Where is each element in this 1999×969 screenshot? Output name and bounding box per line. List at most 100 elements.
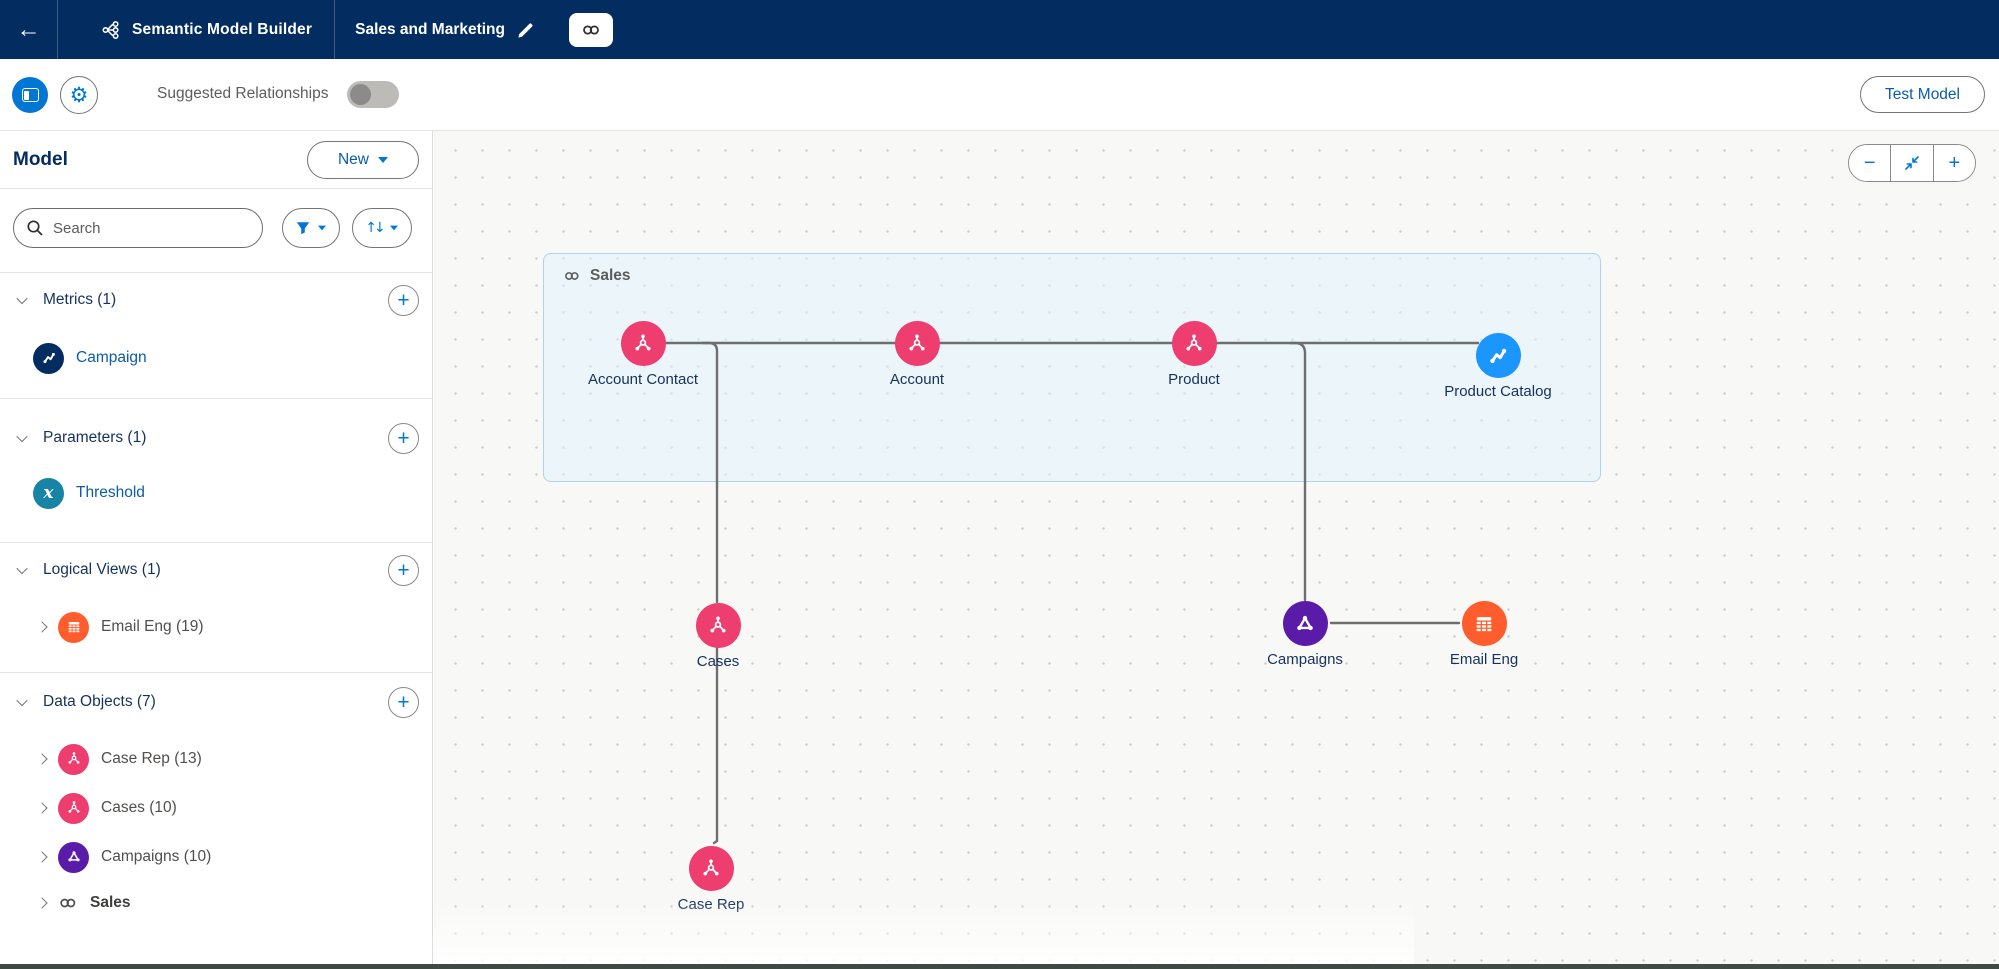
node-label: Account bbox=[889, 371, 945, 388]
chevron-right-icon[interactable] bbox=[36, 897, 48, 909]
edit-pencil-icon[interactable] bbox=[517, 21, 535, 39]
copy-link-button[interactable] bbox=[569, 12, 613, 47]
data-object-icon bbox=[620, 321, 666, 366]
header-divider bbox=[334, 0, 336, 59]
section-metrics-header[interactable]: Metrics (1) + bbox=[0, 282, 432, 318]
zoom-in-button[interactable]: + bbox=[1932, 145, 1975, 181]
data-object-icon bbox=[894, 321, 940, 366]
node-campaigns[interactable]: Campaigns bbox=[1205, 601, 1405, 668]
canvas-toolbar: ⚙ Suggested Relationships Test Model bbox=[0, 59, 1999, 131]
node-label: Product bbox=[1168, 371, 1220, 388]
settings-button[interactable]: ⚙ bbox=[60, 76, 98, 114]
funnel-icon bbox=[296, 222, 310, 235]
add-parameter-button[interactable]: + bbox=[388, 422, 419, 454]
table-icon bbox=[1461, 601, 1507, 646]
divider bbox=[0, 272, 432, 273]
chevron-right-icon[interactable] bbox=[36, 851, 48, 863]
model-name: Sales and Marketing bbox=[355, 20, 505, 38]
section-data-objects-header[interactable]: Data Objects (7) + bbox=[0, 684, 432, 720]
app-title: Semantic Model Builder bbox=[132, 20, 313, 38]
chevron-right-icon[interactable] bbox=[36, 621, 48, 633]
chevron-down-icon bbox=[318, 225, 326, 231]
data-object-icon bbox=[688, 846, 734, 891]
sidebar-item-email-eng[interactable]: Email Eng (19) bbox=[0, 607, 432, 647]
section-parameters-header[interactable]: Parameters (1) + bbox=[0, 420, 432, 456]
section-label: Parameters (1) bbox=[43, 429, 147, 446]
sidebar-item-campaign[interactable]: Campaign bbox=[0, 338, 432, 378]
suggested-relationships-toggle[interactable] bbox=[347, 81, 399, 108]
sidebar-title: Model bbox=[13, 148, 68, 170]
data-object-icon bbox=[58, 743, 89, 775]
window-bottom-edge bbox=[0, 964, 1999, 969]
section-label: Data Objects (7) bbox=[43, 693, 156, 710]
search-input[interactable] bbox=[53, 219, 223, 237]
item-label: Campaign bbox=[76, 349, 147, 366]
canvas-bottom-fade bbox=[434, 899, 1414, 969]
add-data-object-button[interactable]: + bbox=[388, 686, 419, 718]
fit-view-button[interactable] bbox=[1890, 145, 1933, 181]
metric-icon bbox=[33, 342, 64, 374]
item-label: Threshold bbox=[76, 484, 145, 501]
sidebar-item-case-rep[interactable]: Case Rep (13) bbox=[0, 739, 432, 779]
node-product[interactable]: Product bbox=[1094, 321, 1294, 388]
node-case-rep[interactable]: Case Rep bbox=[611, 846, 811, 913]
toggle-sidebar-button[interactable] bbox=[12, 77, 48, 113]
group-sales[interactable]: Sales bbox=[543, 253, 1601, 482]
chevron-down-icon bbox=[389, 225, 398, 231]
metric-icon bbox=[1475, 333, 1521, 378]
data-object-icon bbox=[1171, 321, 1217, 366]
chevron-down-icon bbox=[16, 694, 28, 707]
chevron-down-icon bbox=[16, 292, 28, 305]
node-label: Cases bbox=[696, 653, 740, 670]
item-label: Cases (10) bbox=[101, 799, 177, 816]
suggested-relationships-label: Suggested Relationships bbox=[157, 85, 329, 102]
model-header-row: Model New bbox=[0, 131, 432, 188]
filter-button[interactable] bbox=[282, 208, 340, 248]
node-email-eng[interactable]: Email Eng bbox=[1384, 601, 1584, 668]
node-account-contact[interactable]: Account Contact bbox=[543, 321, 743, 388]
sort-arrows-icon: ↑↓ bbox=[365, 220, 386, 236]
section-logical-views-header[interactable]: Logical Views (1) + bbox=[0, 552, 432, 588]
node-product-catalog[interactable]: Product Catalog bbox=[1398, 333, 1598, 400]
chevron-down-icon bbox=[16, 430, 28, 443]
link-icon bbox=[583, 24, 599, 35]
sidebar-item-sales[interactable]: Sales bbox=[0, 883, 432, 923]
sidebar-item-threshold[interactable]: x Threshold bbox=[0, 473, 432, 513]
node-label: Case Rep bbox=[677, 896, 745, 913]
item-label: Sales bbox=[90, 894, 131, 911]
test-model-button[interactable]: Test Model bbox=[1860, 76, 1985, 113]
node-cases[interactable]: Cases bbox=[618, 603, 818, 670]
node-account[interactable]: Account bbox=[817, 321, 1017, 388]
item-label: Email Eng (19) bbox=[101, 618, 204, 635]
back-button[interactable]: ← bbox=[16, 15, 41, 43]
divider bbox=[0, 398, 432, 399]
sidebar-item-campaigns[interactable]: Campaigns (10) bbox=[0, 837, 432, 877]
add-metric-button[interactable]: + bbox=[388, 284, 419, 316]
sidebar-item-cases[interactable]: Cases (10) bbox=[0, 788, 432, 828]
data-object-icon bbox=[58, 792, 89, 824]
chevron-down-icon bbox=[378, 157, 388, 163]
divider bbox=[0, 672, 432, 673]
toggle-knob bbox=[350, 84, 371, 105]
section-label: Logical Views (1) bbox=[43, 561, 161, 578]
sort-button[interactable]: ↑↓ bbox=[352, 208, 412, 248]
node-label: Campaigns bbox=[1267, 651, 1343, 668]
group-sales-label: Sales bbox=[563, 267, 631, 285]
parameter-icon: x bbox=[33, 477, 64, 509]
divider bbox=[0, 188, 432, 189]
compress-icon bbox=[1905, 156, 1919, 170]
item-label: Case Rep (13) bbox=[101, 750, 202, 767]
chevron-right-icon[interactable] bbox=[36, 753, 48, 765]
item-label: Campaigns (10) bbox=[101, 848, 212, 865]
add-logical-view-button[interactable]: + bbox=[388, 554, 419, 586]
model-canvas[interactable]: Sales Account Contact bbox=[434, 131, 1999, 969]
chevron-down-icon bbox=[16, 562, 28, 575]
chevron-right-icon[interactable] bbox=[36, 802, 48, 814]
campaign-cluster-icon bbox=[58, 841, 89, 873]
zoom-out-button[interactable]: − bbox=[1849, 145, 1891, 181]
new-button[interactable]: New bbox=[307, 141, 419, 179]
node-label: Account Contact bbox=[587, 371, 699, 388]
data-object-icon bbox=[695, 603, 741, 648]
link-icon bbox=[60, 898, 76, 908]
